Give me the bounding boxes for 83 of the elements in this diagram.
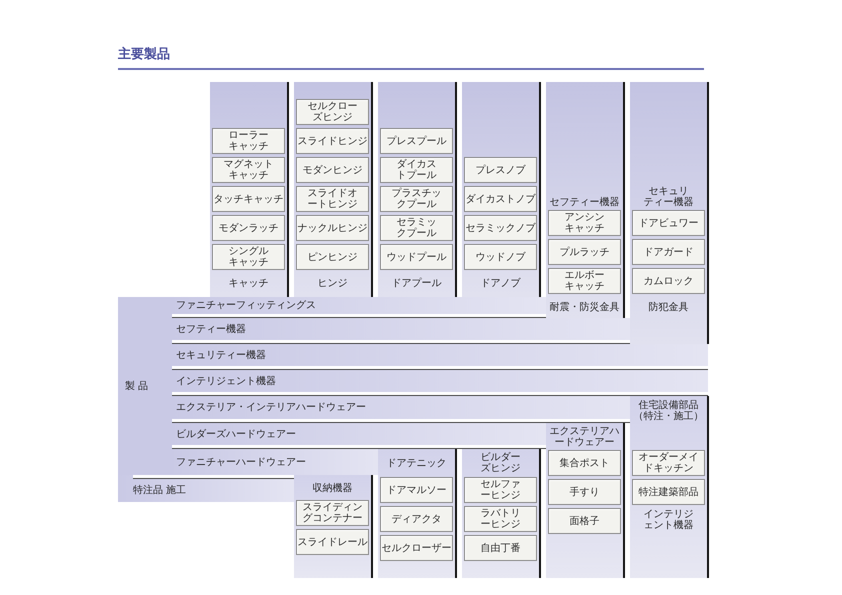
product-band <box>172 297 546 318</box>
column-label: ヒンジ <box>318 278 348 288</box>
band-label: ファニチャーハードウェアー <box>176 456 306 468</box>
column-label: セフティー機器 <box>550 197 620 208</box>
column-label: エクステリアハードウェアー <box>548 426 620 448</box>
category-column <box>630 396 709 578</box>
category-column <box>462 449 541 578</box>
band-label: インテリジェント機器 <box>176 376 276 386</box>
product-box: セラミックノブ <box>464 215 537 241</box>
product-box: ディアクタ <box>380 506 453 532</box>
band-label: ファニチャーフィッティングス <box>176 300 316 311</box>
category-column <box>210 82 289 297</box>
category-column <box>462 82 541 297</box>
product-box: プレスプール <box>380 128 453 154</box>
band-label: ビルダーズハードウェアー <box>176 428 296 440</box>
product-box: ダイカストプール <box>380 157 453 183</box>
product-box: セルクローザー <box>380 535 453 561</box>
product-box: シングルキャッチ <box>212 244 285 270</box>
band-label: セキュリティー機器 <box>176 350 266 360</box>
category-column <box>378 82 457 297</box>
product-box: ドアマルソー <box>380 477 453 503</box>
product-box: アンシンキャッチ <box>548 210 621 236</box>
product-box: ウッドプール <box>380 244 453 270</box>
product-box: スライドヒンジ <box>296 128 369 154</box>
product-box: ナックルヒンジ <box>296 215 369 241</box>
column-label: セキュリティー機器 <box>642 186 694 208</box>
category-column <box>546 82 625 318</box>
product-box: エルボーキャッチ <box>548 268 621 294</box>
product-box: セルファーヒンジ <box>464 477 537 503</box>
group-header <box>118 297 172 475</box>
category-column <box>378 449 457 578</box>
product-box: 手すり <box>548 479 621 505</box>
column-label: 住宅設備部品（特注・施工） <box>632 400 704 422</box>
product-box: ドアビュワー <box>632 210 705 236</box>
product-band <box>172 449 378 475</box>
product-box: ウッドノブ <box>464 244 537 270</box>
product-box: 特注建築部品 <box>632 479 705 505</box>
column-label: ドアテニック <box>386 458 446 468</box>
product-box: タッチキャッチ <box>212 186 285 212</box>
product-box: プラスチックプール <box>380 186 453 212</box>
product-box: オーダーメイドキッチン <box>632 450 705 476</box>
band-label: エクステリア・インテリアハードウェアー <box>176 402 366 413</box>
column-label: キャッチ <box>228 278 268 288</box>
product-box: ピンヒンジ <box>296 244 369 270</box>
column-label: インテリジェント機器 <box>642 509 694 531</box>
column-label: 耐震・防災金具 <box>550 302 620 312</box>
product-box: 面格子 <box>548 508 621 534</box>
product-box: 集合ポスト <box>548 450 621 476</box>
product-box: スライディングコンテナー <box>296 500 369 526</box>
product-box: モダンラッチ <box>212 215 285 241</box>
group-label: 製 品 <box>125 380 148 392</box>
band-label: 特注品 施工 <box>133 485 186 496</box>
product-box: カムロック <box>632 268 705 294</box>
column-label: ドアプール <box>392 278 442 288</box>
page-title: 主要製品 <box>118 47 170 63</box>
product-box: 自由丁番 <box>464 535 537 561</box>
product-band <box>118 475 294 502</box>
product-band <box>172 344 708 370</box>
column-label: ドアノブ <box>480 278 520 288</box>
product-box: モダンヒンジ <box>296 157 369 183</box>
product-box: ラバトリーヒンジ <box>464 506 537 532</box>
product-box: スライドレール <box>296 529 369 555</box>
product-box: ローラーキャッチ <box>212 128 285 154</box>
column-label: 収納機器 <box>312 482 352 494</box>
product-box: マグネットキャッチ <box>212 157 285 183</box>
product-band <box>172 318 630 344</box>
product-box: プレスノブ <box>464 157 537 183</box>
category-column <box>630 82 709 344</box>
product-box: ドアガード <box>632 239 705 265</box>
product-box: スライドオートヒンジ <box>296 186 369 212</box>
category-column <box>294 82 373 297</box>
product-box: ダイカストノブ <box>464 186 537 212</box>
category-column <box>294 475 373 578</box>
product-box: プルラッチ <box>548 239 621 265</box>
product-box: セラミックプール <box>380 215 453 241</box>
product-band <box>172 396 630 423</box>
column-label: 防犯金具 <box>648 302 688 312</box>
product-band <box>172 423 546 449</box>
band-label: セフティー機器 <box>176 324 246 334</box>
column-label: ビルダーズヒンジ <box>480 452 522 474</box>
product-box: セルクローズヒンジ <box>296 99 369 125</box>
product-band <box>172 370 708 396</box>
category-column <box>546 423 625 578</box>
